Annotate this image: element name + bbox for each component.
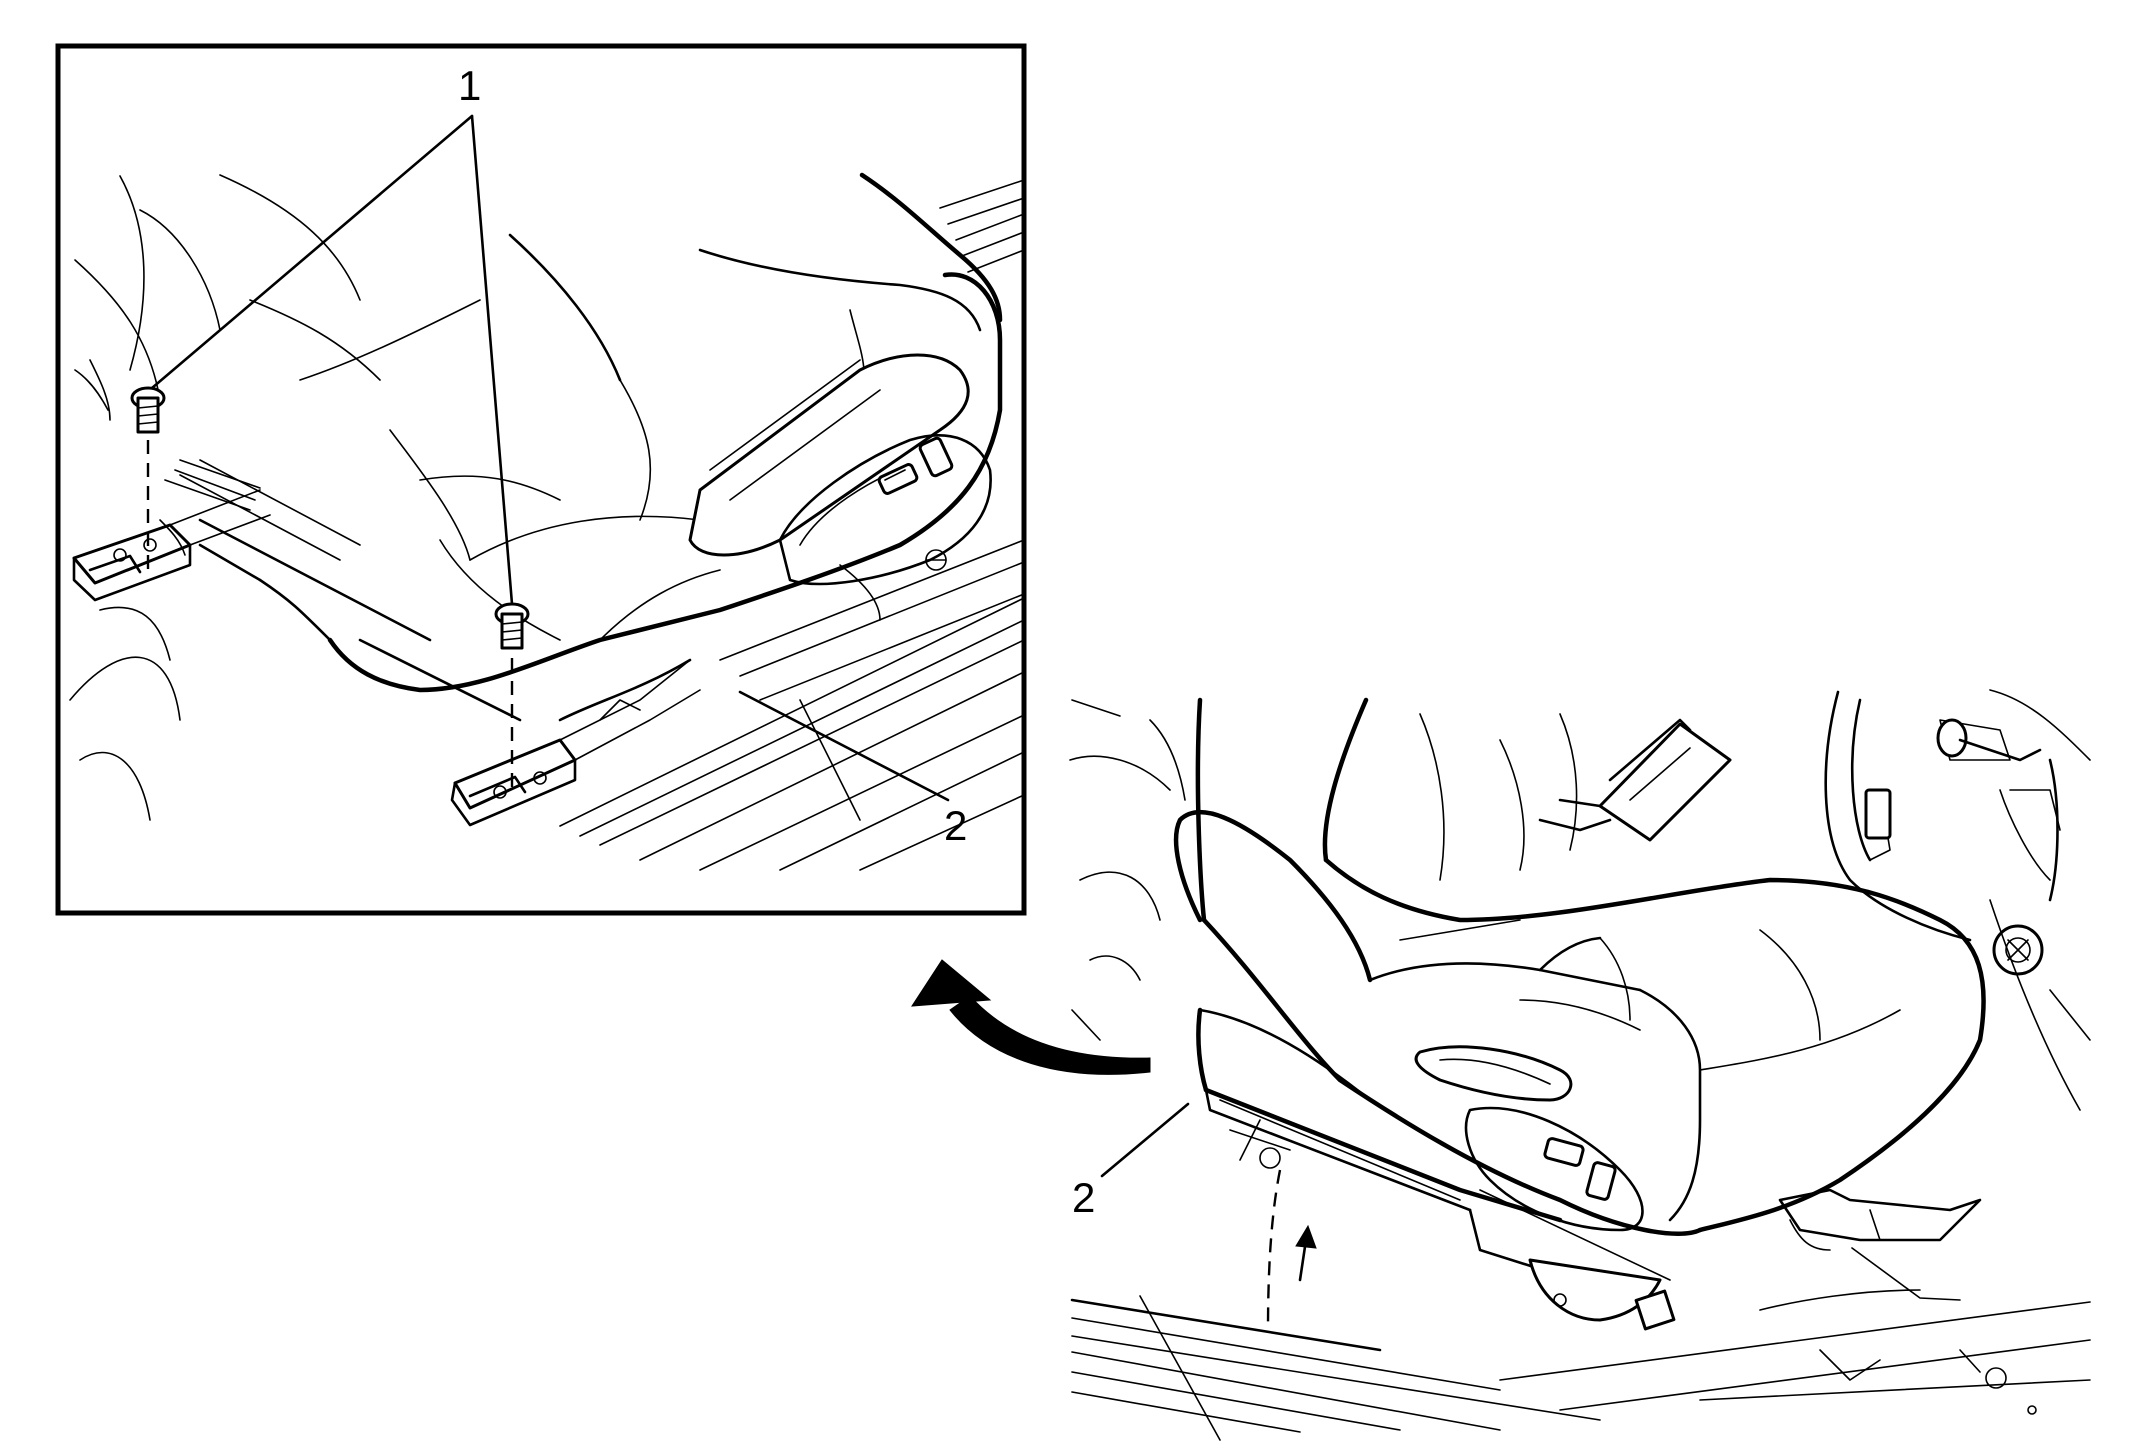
inset-front-rail [450,658,701,827]
callout-1-bolts: 1 [458,62,481,109]
main-leader [1100,1102,1190,1178]
curved-arrow [911,959,1151,1075]
main-seat-track [1204,1088,1982,1331]
main-seat-view: 2 [1069,689,2091,1441]
main-steering-area [1824,689,2091,1111]
inset-bolt-rear [130,386,166,572]
main-switch-panel [1464,1106,1644,1232]
inset-bolt-front [494,602,530,790]
inset-switch-panel [778,434,992,586]
main-seat-side [1196,917,1703,1236]
inset-floor-rails [559,179,1024,871]
inset-seat-cushion [198,172,1003,693]
detail-inset: 1 2 [55,43,1027,916]
inset-rear-rail [72,459,271,602]
inset-left-seat [69,174,481,821]
callout-2-inset: 2 [944,802,967,849]
main-seat-cushion [1173,697,1986,1233]
inset-leaders [150,114,950,802]
main-seatbelt-buckle [1538,718,1732,842]
callout-2-main: 2 [1072,1174,1095,1221]
main-left-background [1069,699,1186,1041]
inset-frame [55,43,1027,916]
inset-seat-frame [179,459,947,722]
main-bolt-path [1266,1169,1317,1331]
main-floor [1070,1247,2091,1441]
